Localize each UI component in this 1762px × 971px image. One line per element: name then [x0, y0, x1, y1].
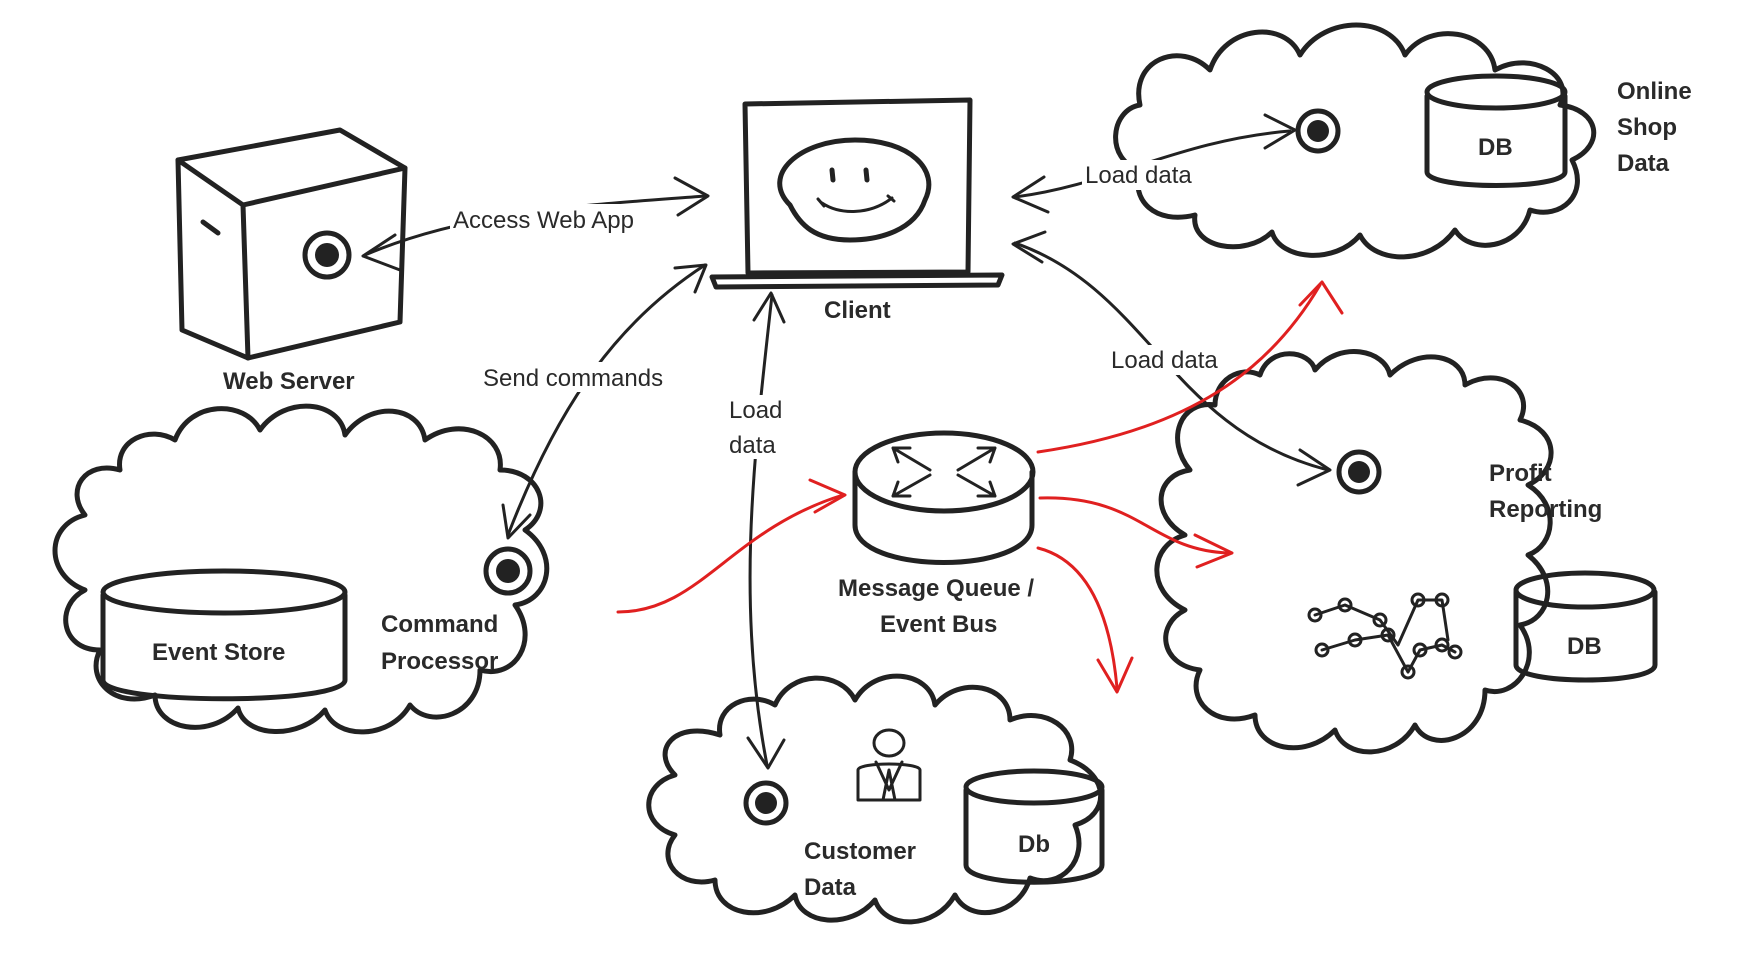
label-access-web-app: Access Web App	[453, 207, 634, 234]
customer-person-icon	[856, 728, 922, 802]
customer-db-icon	[963, 768, 1105, 885]
label-load-data-profit: Load data	[1111, 347, 1218, 374]
label-command-processor-line1: Command	[381, 611, 498, 638]
label-client: Client	[824, 297, 891, 324]
label-profit-line1: Profit	[1489, 460, 1552, 487]
event-store-db-icon	[100, 568, 348, 702]
command-processor-endpoint-icon	[483, 546, 533, 596]
label-command-processor-line2: Processor	[381, 648, 498, 675]
cloud-online-shop	[1113, 22, 1597, 260]
customer-endpoint-icon	[743, 780, 789, 826]
label-customer-line1: Customer	[804, 838, 916, 865]
label-profit-line2: Reporting	[1489, 496, 1602, 523]
event-arrow-queue-to-profit	[1038, 496, 1234, 569]
label-web-server: Web Server	[223, 368, 355, 395]
analytics-graph-icon	[1307, 592, 1463, 680]
online-shop-endpoint-icon	[1295, 108, 1341, 154]
label-event-store: Event Store	[152, 639, 285, 666]
label-load-data-customer-line2: data	[729, 432, 776, 459]
label-load-data-customer-line1: Load	[729, 397, 782, 424]
cloud-command-processor	[52, 403, 550, 735]
arrow-load-data-customer	[746, 291, 786, 770]
web-server-icon	[175, 127, 408, 361]
event-arrow-queue-to-shop	[1036, 280, 1344, 454]
label-customer-db: Db	[1018, 831, 1050, 858]
event-arrow-queue-to-customer	[1036, 546, 1134, 694]
profit-endpoint-icon	[1336, 449, 1382, 495]
smiley-face-icon	[777, 137, 932, 243]
label-online-shop-line2: Shop	[1617, 114, 1677, 141]
label-load-data-shop: Load data	[1085, 162, 1192, 189]
profit-db-icon	[1513, 570, 1658, 683]
label-profit-db: DB	[1567, 633, 1602, 660]
label-online-shop-db: DB	[1478, 134, 1513, 161]
label-message-queue-line1: Message Queue /	[838, 575, 1034, 602]
client-laptop-icon	[709, 97, 1005, 290]
label-online-shop-line3: Data	[1617, 150, 1670, 177]
message-queue-router-icon	[852, 430, 1036, 565]
label-customer-line2: Data	[804, 874, 857, 901]
online-shop-db-icon	[1424, 73, 1568, 188]
event-arrow-processor-to-queue	[616, 478, 847, 614]
label-send-commands: Send commands	[483, 365, 663, 392]
label-online-shop-line1: Online	[1617, 78, 1692, 105]
label-message-queue-line2: Event Bus	[880, 611, 997, 638]
